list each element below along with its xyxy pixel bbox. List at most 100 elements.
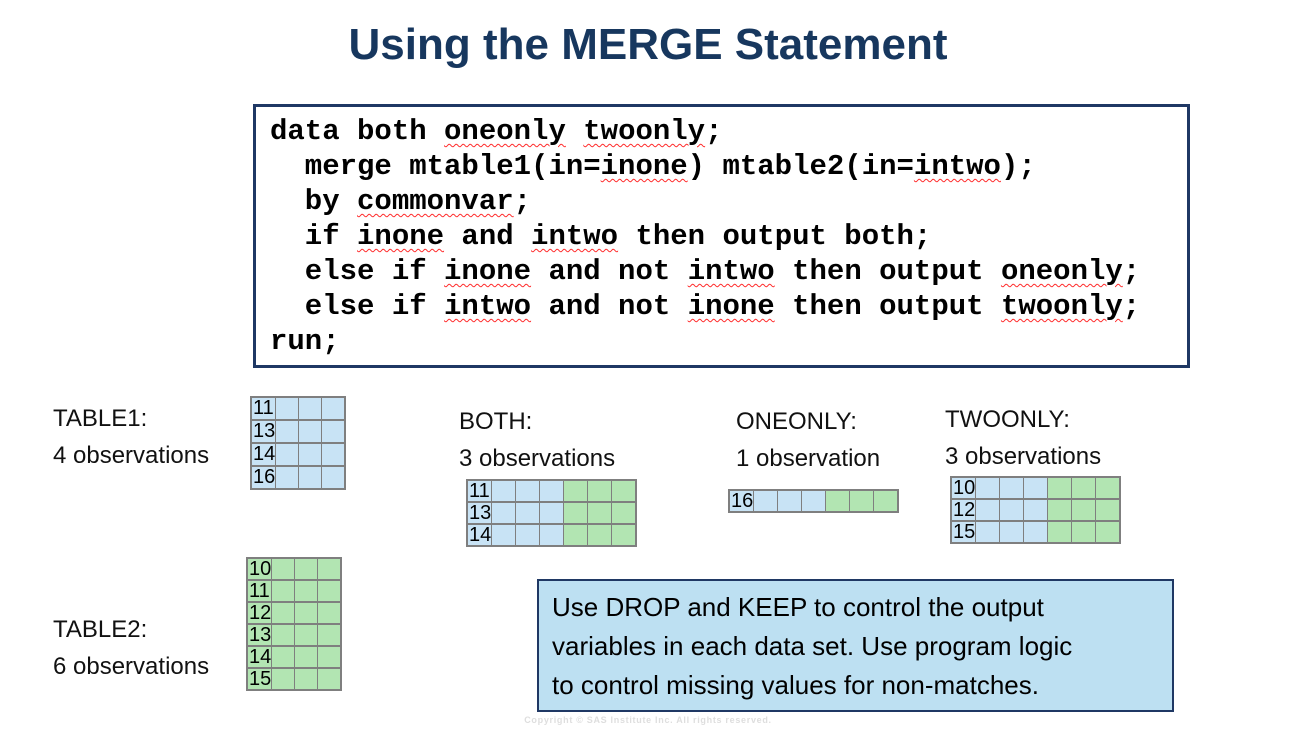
- table-cell: 12: [950, 498, 977, 522]
- table-row: 12: [950, 498, 1121, 522]
- table-cell: [491, 523, 517, 547]
- table-cell: [1047, 476, 1073, 500]
- table-row: 15: [950, 520, 1121, 544]
- misspelled-word: intwo: [913, 150, 1001, 183]
- table-cell: [753, 489, 779, 513]
- table-cell: 11: [246, 579, 273, 603]
- code-text: else if: [270, 255, 445, 288]
- note-line: Use DROP and KEEP to control the output: [552, 592, 1044, 622]
- table-cell: 14: [466, 523, 493, 547]
- table-cell: 12: [246, 601, 273, 625]
- table-cell: [873, 489, 899, 513]
- table-cell: [999, 520, 1025, 544]
- table-cell: [275, 396, 300, 421]
- table-cell: [321, 465, 346, 490]
- table-cell: [515, 479, 541, 503]
- table1-observation-count: 4 observations: [53, 442, 210, 469]
- table-cell: [271, 601, 296, 625]
- table-cell: 11: [250, 396, 277, 421]
- table-cell: [321, 419, 346, 444]
- table-row: 11: [246, 579, 342, 603]
- table-cell: [587, 479, 613, 503]
- oneonly-observation-count: 1 observation: [736, 445, 881, 472]
- table-cell: [563, 501, 589, 525]
- table-cell: [321, 396, 346, 421]
- table-cell: [611, 523, 637, 547]
- table-row: 16: [728, 489, 899, 513]
- oneonly-grid-host: 16: [728, 489, 900, 513]
- table-cell: [999, 476, 1025, 500]
- table-cell: [1047, 498, 1073, 522]
- twoonly-observation-count: 3 observations: [945, 443, 1102, 470]
- oneonly-name: ONEONLY:: [736, 408, 857, 435]
- table-cell: [1071, 520, 1097, 544]
- misspelled-word: oneonly: [1000, 255, 1123, 288]
- table-cell: 15: [950, 520, 977, 544]
- code-line: if inone and intwo then output both;: [270, 219, 1187, 254]
- table-cell: [271, 623, 296, 647]
- code-text: merge mtable1(in=: [270, 150, 601, 183]
- table-row: 10: [950, 476, 1121, 500]
- note-line: variables in each data set. Use program …: [552, 631, 1073, 661]
- table-cell: 16: [728, 489, 755, 513]
- table-cell: [1095, 520, 1121, 544]
- table-cell: [825, 489, 851, 513]
- table-cell: [849, 489, 875, 513]
- code-line: by commonvar;: [270, 184, 1187, 219]
- oneonly-label-group: ONEONLY: 1 observation: [736, 403, 880, 477]
- code-text: [566, 115, 583, 148]
- table-cell: [275, 419, 300, 444]
- table-row: 13: [246, 623, 342, 647]
- table-cell: [491, 501, 517, 525]
- misspelled-word: inone: [444, 255, 532, 288]
- table-cell: [271, 579, 296, 603]
- code-text: then output: [774, 255, 1001, 288]
- table-cell: [563, 479, 589, 503]
- code-text: by: [270, 185, 358, 218]
- table-cell: [539, 501, 565, 525]
- code-line: data both oneonly twoonly;: [270, 114, 1187, 149]
- twoonly-label-group: TWOONLY: 3 observations: [945, 401, 1101, 475]
- code-text: data both: [270, 115, 445, 148]
- misspelled-word: inone: [600, 150, 688, 183]
- table-row: 13: [466, 501, 637, 525]
- table-row: 14: [250, 442, 346, 467]
- table-cell: [298, 442, 323, 467]
- table-cell: [777, 489, 803, 513]
- table-cell: [271, 645, 296, 669]
- code-text: ) mtable2(in=: [687, 150, 914, 183]
- code-text: if: [270, 220, 358, 253]
- table-cell: [611, 501, 637, 525]
- table-cell: [275, 465, 300, 490]
- table-cell: 15: [246, 667, 273, 691]
- table-cell: [271, 557, 296, 581]
- table-cell: [298, 465, 323, 490]
- table1-name: TABLE1:: [53, 405, 148, 432]
- table-cell: 13: [246, 623, 273, 647]
- misspelled-word: inone: [687, 290, 775, 323]
- code-text: then output: [774, 290, 1001, 323]
- note-line: to control missing values for non-matche…: [552, 670, 1039, 700]
- table-row: 15: [246, 667, 342, 691]
- note-box: Use DROP and KEEP to control the output v…: [537, 579, 1174, 712]
- table-cell: [294, 645, 319, 669]
- table-cell: [321, 442, 346, 467]
- misspelled-word: inone: [357, 220, 445, 253]
- code-line: else if intwo and not inone then output …: [270, 289, 1187, 324]
- both-observation-count: 3 observations: [459, 445, 616, 472]
- table-row: 12: [246, 601, 342, 625]
- table-row: 14: [466, 523, 637, 547]
- misspelled-word: intwo: [531, 220, 619, 253]
- misspelled-word: intwo: [444, 290, 532, 323]
- twoonly-name: TWOONLY:: [945, 406, 1070, 433]
- code-text: then output both;: [618, 220, 932, 253]
- table-cell: [294, 667, 319, 691]
- table-cell: [1023, 520, 1049, 544]
- table-cell: 14: [246, 645, 273, 669]
- table-cell: [999, 498, 1025, 522]
